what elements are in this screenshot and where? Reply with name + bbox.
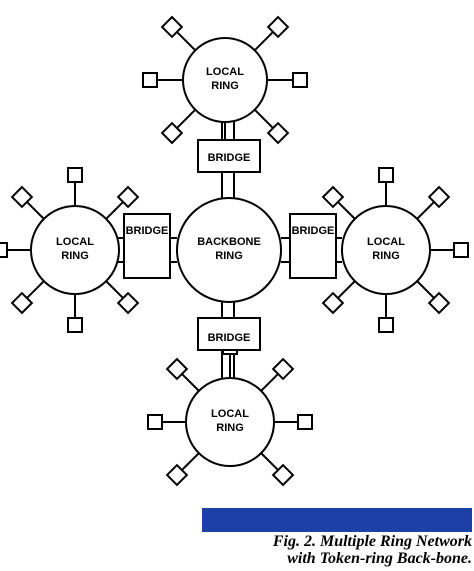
station-node-top bbox=[292, 72, 308, 88]
station-node-right bbox=[453, 242, 469, 258]
local-ring-bottom bbox=[185, 377, 275, 467]
station-node-right bbox=[427, 291, 451, 315]
bridge-top-label: BRIDGE bbox=[208, 152, 251, 164]
station-node-left bbox=[116, 185, 140, 209]
station-node-top bbox=[160, 121, 184, 145]
bridge-right-box bbox=[289, 213, 337, 279]
station-node-bottom bbox=[271, 463, 295, 487]
bridge-left-box bbox=[123, 213, 171, 279]
local-ring-right bbox=[341, 205, 431, 295]
station-node-bottom bbox=[165, 357, 189, 381]
station-node-left bbox=[67, 167, 83, 183]
backbone-ring-label-1: BACKBONE bbox=[197, 236, 261, 248]
bridge-right-label: BRIDGE bbox=[292, 225, 335, 237]
local-ring-left bbox=[30, 205, 120, 295]
caption-bar bbox=[202, 508, 472, 532]
station-node-top bbox=[160, 15, 184, 39]
station-node-left bbox=[10, 185, 34, 209]
local-ring-top-label-2: RING bbox=[211, 80, 239, 92]
station-node-right bbox=[321, 291, 345, 315]
local-ring-left-label-1: LOCAL bbox=[56, 236, 94, 248]
backbone-ring bbox=[176, 197, 282, 303]
caption-line-2: with Token-ring Back-bone. bbox=[287, 550, 472, 567]
bridge-bottom-label: BRIDGE bbox=[208, 332, 251, 344]
local-ring-top bbox=[182, 37, 268, 123]
local-ring-left-label-2: RING bbox=[61, 250, 89, 262]
local-ring-top-label-1: LOCAL bbox=[206, 66, 244, 78]
figure-caption: Fig. 2. Multiple Ring Network with Token… bbox=[196, 533, 472, 567]
station-node-left bbox=[0, 242, 8, 258]
station-node-left bbox=[10, 291, 34, 315]
station-node-right bbox=[321, 185, 345, 209]
bridge-left-label: BRIDGE bbox=[126, 225, 169, 237]
local-ring-bottom-label-1: LOCAL bbox=[211, 408, 249, 420]
station-node-right bbox=[427, 185, 451, 209]
station-node-top bbox=[266, 15, 290, 39]
station-node-top bbox=[142, 72, 158, 88]
station-node-bottom bbox=[297, 414, 313, 430]
station-node-bottom bbox=[147, 414, 163, 430]
station-node-right bbox=[378, 317, 394, 333]
local-ring-right-label-1: LOCAL bbox=[367, 236, 405, 248]
local-ring-right-label-2: RING bbox=[372, 250, 400, 262]
bridge-top-box bbox=[197, 139, 261, 173]
station-node-left bbox=[67, 317, 83, 333]
station-node-right bbox=[378, 167, 394, 183]
station-node-top bbox=[266, 121, 290, 145]
station-node-left bbox=[116, 291, 140, 315]
backbone-ring-label-2: RING bbox=[215, 250, 243, 262]
bridge-bottom-box bbox=[197, 317, 261, 351]
station-node-bottom bbox=[165, 463, 189, 487]
caption-line-1: Fig. 2. Multiple Ring Network bbox=[272, 533, 472, 550]
station-node-bottom bbox=[271, 357, 295, 381]
local-ring-bottom-label-2: RING bbox=[216, 422, 244, 434]
